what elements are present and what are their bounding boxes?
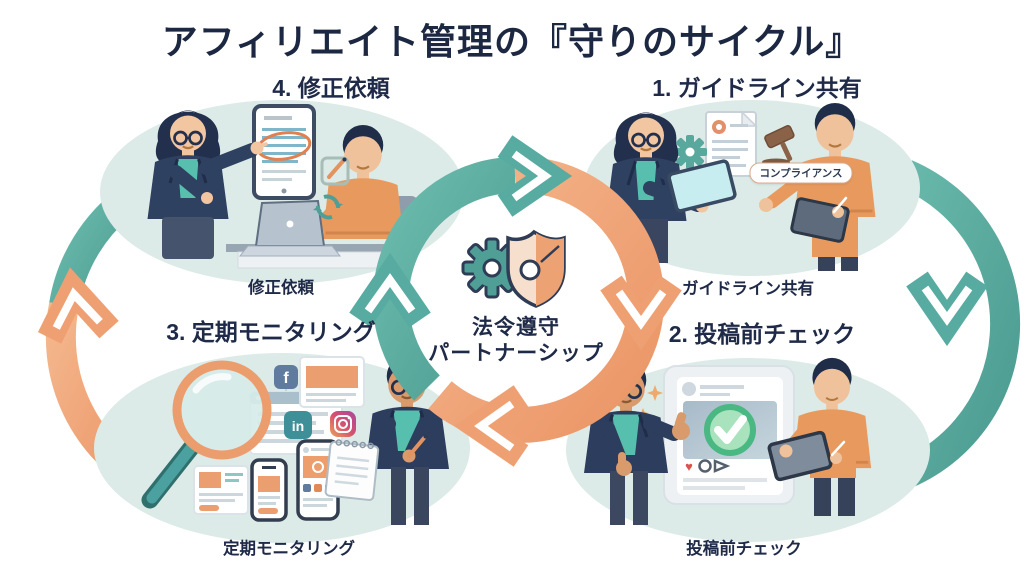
scene-regular-monitoring: f in [141,354,451,525]
laptop-icon [238,199,342,257]
share-icon [713,459,731,473]
pencil-icon [407,436,426,458]
magnifier-icon [141,360,272,509]
review-tablet-icon [767,430,833,482]
like-heart-icon: ♥ [685,459,693,474]
step-2-caption: 投稿前チェック [686,540,802,558]
ring-teal-arc [372,157,516,401]
linkedin-letters: in [292,418,304,434]
compliance-badge: コンプライアンス [749,162,853,184]
outer-right-arc [878,160,1021,497]
step-3-caption: 定期モニタリング [223,540,355,558]
facebook-letter: f [283,370,289,387]
refresh-cycle-icon [313,194,343,220]
thumbs-up-icon [618,452,626,466]
step-2-heading: 2. 投稿前チェック [668,321,856,347]
thumbs-up-icon [674,412,687,429]
annotated-document-tablet [252,104,316,200]
shared-tablet-icon [667,159,737,213]
comment-icon [698,459,712,473]
gear-icon [673,135,707,169]
center-label-line1: 法令遵守 [472,316,560,339]
scene-pre-post-check: ♥ [582,356,873,525]
stylus-icon [830,440,846,457]
gear-shield-icon [461,229,566,308]
center-label-line2: パートナーシップ [428,342,604,365]
diagram-title: アフィリエイト管理の『守りのサイクル』 [161,21,863,62]
notebook-icon [324,439,380,501]
step-3-heading: 3. 定期モニタリング [166,319,376,345]
step-4-heading: 4. 修正依頼 [272,75,390,101]
phone-feed-small [250,458,288,522]
step-1-caption: ガイドライン共有 [682,280,814,298]
linkedin-icon: in [284,411,312,439]
sparkle-icon [647,385,663,401]
outer-right-arrow-icon [917,279,977,323]
small-article-card [193,465,249,515]
instagram-icon [330,411,356,437]
edit-pencil-icon [320,156,350,186]
checkmark-icon [714,415,747,444]
step-4-caption: 修正依頼 [248,279,314,297]
stylus-icon [832,196,848,214]
approved-post-card: ♥ [663,365,795,505]
facebook-icon: f [274,365,298,389]
web-post-card [299,356,365,408]
step-1-heading: 1. ガイドライン共有 [652,75,862,101]
center-cycle-ring [360,146,671,456]
ring-orange-arc [428,156,665,443]
